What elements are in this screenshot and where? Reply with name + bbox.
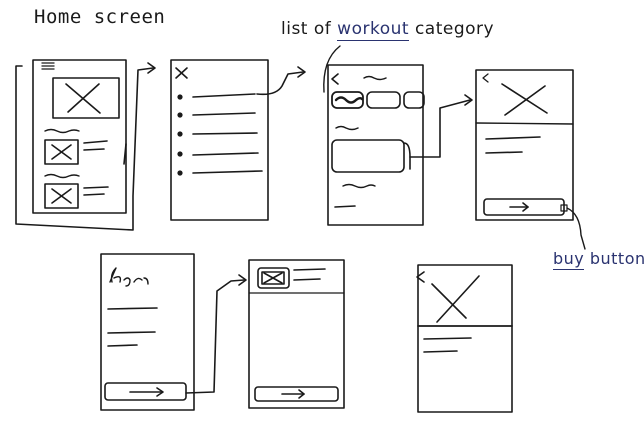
home-scrollbar [123,143,127,165]
annotation-pointer [323,45,341,93]
flow-arrow-menu-to-list [256,71,304,96]
screen-menu-frame [170,59,269,221]
back-chevron-icon [416,271,425,283]
category-chips [331,91,425,109]
screen-category-frame [327,64,424,226]
screen-workout-detail [475,69,586,250]
screen-category-list [323,45,473,226]
annotation-workout-category: list of workout category [281,19,495,41]
menu-item-list [177,93,263,176]
screen-detail-frame [475,69,574,221]
image-placeholder-icon [431,275,480,323]
card-thumbnail-icon [44,139,79,165]
home-screen-title: Home screen [34,6,166,28]
arrow-head [238,274,247,286]
image-placeholder-icon [501,83,548,116]
close-icon [175,67,188,79]
screen-checkout-frame [248,259,345,409]
screen-signup-frame [100,253,195,411]
image-placeholder-icon [257,267,290,289]
buy-button [483,198,565,216]
annotation-buy-suffix: button [589,249,644,268]
screen-variant-frame [417,264,513,413]
arrow-head [147,62,156,74]
screen-detail-variant [416,264,513,413]
card-thumbnail-icon [44,183,79,209]
annotation-buy-keyword: buy [553,249,585,270]
flow-arrow-signup-to-checkout [185,279,245,394]
hamburger-menu-icon [41,62,55,70]
screen-menu [170,59,306,221]
annotation-list-suffix: category [414,19,495,39]
flow-arrow-list-to-detail [409,99,471,158]
flow-arrow-home-to-menu [15,65,154,231]
arrow-head [297,66,306,78]
screen-checkout [248,259,345,409]
annotation-list-keyword: workout [337,19,410,41]
screen-signup [100,253,247,411]
back-chevron-icon [482,73,489,83]
category-card [331,139,411,173]
home-card-1 [44,128,108,165]
back-chevron-icon [331,73,339,85]
screen-home-frame [32,59,127,214]
arrow-head [464,94,473,106]
home-card-2 [44,173,109,209]
pay-button [254,386,339,402]
continue-button [104,382,187,401]
annotation-list-prefix: list of [281,19,332,39]
image-placeholder-icon [52,77,120,119]
annotation-pointer [566,207,586,250]
screen-home [15,59,156,231]
annotation-buy-button: buy button [553,249,644,270]
